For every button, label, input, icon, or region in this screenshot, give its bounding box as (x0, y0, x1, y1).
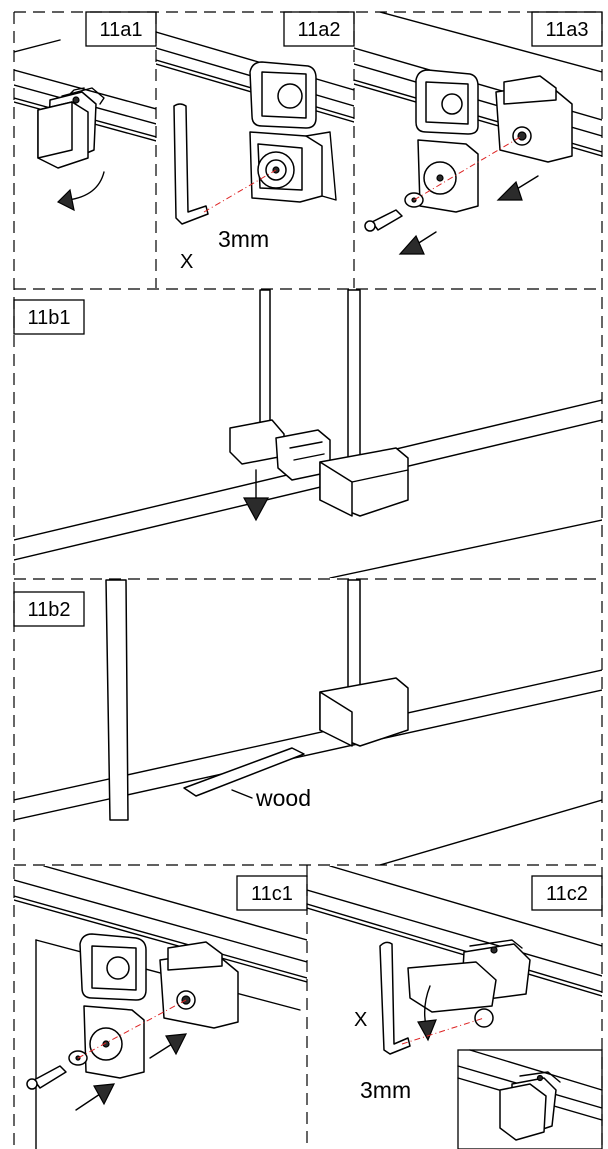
tool-size: 3mm (218, 226, 269, 252)
allen-key (379, 941, 411, 1055)
axis-line (401, 1017, 485, 1045)
label-box (13, 591, 85, 627)
roller-cover-open (79, 933, 147, 1079)
rail-track (307, 866, 602, 997)
roller-cover-open (249, 61, 337, 203)
marker: X (354, 1009, 367, 1031)
panel-label: 11b1 (27, 307, 70, 329)
axis-line (77, 999, 187, 1059)
panel-label: 11c1 (251, 883, 293, 905)
label-box (13, 299, 85, 335)
label-box (531, 11, 603, 47)
screw (364, 209, 403, 232)
axis-line (413, 135, 523, 201)
panel-11b1: 11b1 (13, 289, 602, 578)
panel-11b2: wood 11b2 (13, 579, 602, 865)
wood-callout: wood (255, 785, 311, 811)
door-panel (105, 579, 129, 821)
glass-panel-frame (347, 579, 361, 701)
label-box (236, 875, 308, 911)
panel-borders (13, 11, 603, 1149)
glass-panel-frame (259, 289, 361, 461)
push-arrow-1 (496, 175, 539, 201)
panel-11a3: 11a3 (354, 11, 603, 255)
marker: X (180, 251, 193, 273)
callout-leader (231, 789, 253, 799)
panel-11c2: 3mm X 11c2 (307, 866, 603, 1149)
panel-label: 11a1 (99, 19, 142, 41)
push-arrow-1 (149, 1033, 188, 1059)
floor-lines (14, 669, 602, 865)
detail-inset (457, 1049, 603, 1149)
allen-key (173, 103, 209, 225)
roller-carriage (229, 419, 331, 481)
roller-carriage (159, 941, 239, 1029)
screw (26, 1065, 67, 1090)
panel-label: 11b2 (27, 599, 70, 621)
panel-label: 11c2 (546, 883, 588, 905)
panel-label: 11a3 (545, 19, 588, 41)
floor-guide (319, 447, 409, 517)
roller-carriage (495, 75, 573, 163)
label-box (85, 11, 157, 47)
floor-lines (14, 399, 602, 578)
label-box (531, 875, 603, 911)
down-arrow (242, 469, 270, 522)
axis-line (203, 169, 277, 213)
panel-11a1: 11a1 (14, 11, 157, 212)
tool-size: 3mm (360, 1077, 411, 1103)
floor-guide (319, 677, 409, 747)
rotate-arrow (56, 171, 105, 212)
wood-spacer (183, 747, 305, 797)
panel-label: 11a2 (297, 19, 340, 41)
rotate-arrow (417, 985, 437, 1042)
panel-11c1: 11c1 (14, 866, 308, 1149)
roller-cover (37, 87, 105, 169)
panel-11a2: 3mm X 11a2 (156, 11, 355, 273)
push-arrow-2 (398, 231, 437, 255)
push-arrow-2 (75, 1083, 116, 1111)
roller-cover-open (415, 69, 479, 213)
roller-cover (407, 939, 531, 1028)
